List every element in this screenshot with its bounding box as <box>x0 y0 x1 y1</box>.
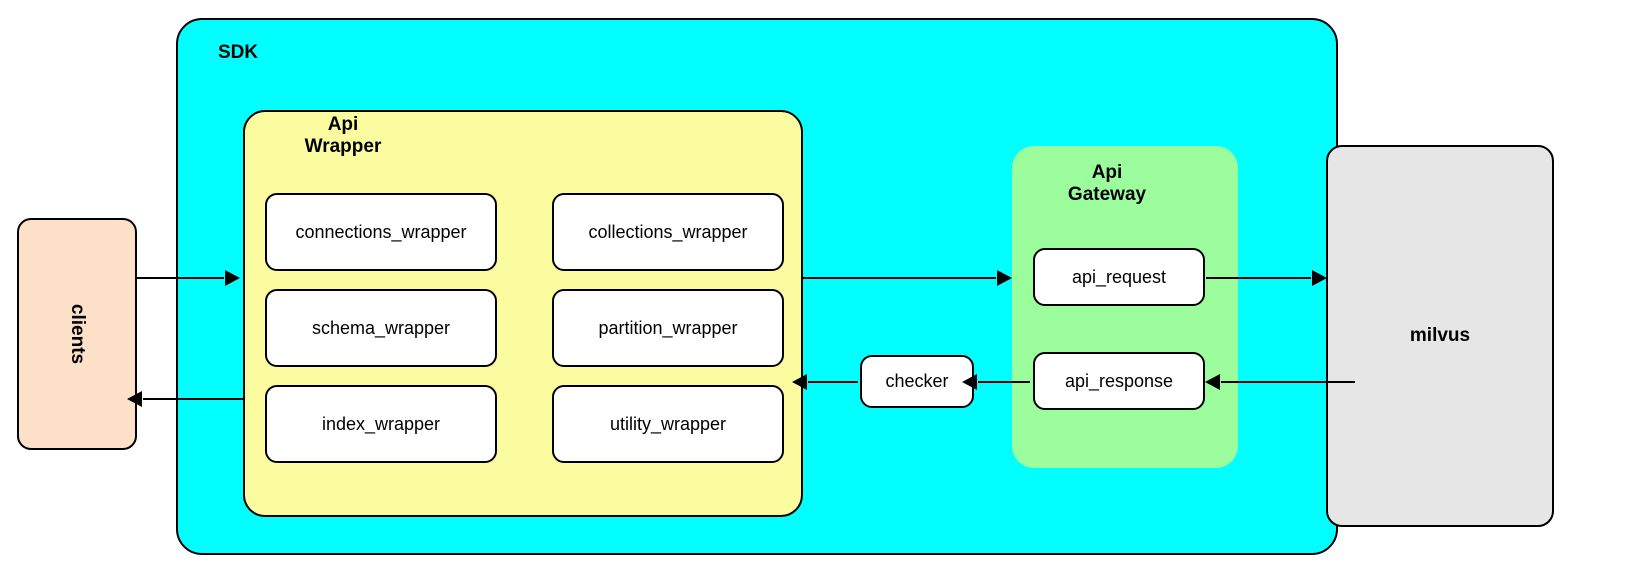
arrow-checker-to-api-wrapper-icon <box>808 381 858 383</box>
arrow-api-response-to-checker-icon <box>978 381 1030 383</box>
box-schema-wrapper-label: schema_wrapper <box>311 317 451 338</box>
box-collections-wrapper-label: collections_wrapper <box>588 221 748 242</box>
box-index-wrapper[interactable]: index_wrapper <box>265 385 497 463</box>
box-api-response[interactable]: api_response <box>1033 352 1205 410</box>
box-api-request[interactable]: api_request <box>1033 248 1205 306</box>
box-partition-wrapper-label: partition_wrapper <box>598 317 738 338</box>
arrow-api-wrapper-to-api-request-icon <box>801 277 996 279</box>
node-milvus-label: milvus <box>1409 325 1471 346</box>
box-schema-wrapper[interactable]: schema_wrapper <box>265 289 497 367</box>
box-index-wrapper-label: index_wrapper <box>321 413 441 434</box>
node-milvus[interactable]: milvus <box>1326 145 1554 527</box>
arrow-clients-to-api-wrapper-icon <box>137 277 224 279</box>
box-partition-wrapper[interactable]: partition_wrapper <box>552 289 784 367</box>
box-utility-wrapper[interactable]: utility_wrapper <box>552 385 784 463</box>
arrow-milvus-to-api-response-icon <box>1221 381 1355 383</box>
container-sdk-label: SDK <box>218 42 259 63</box>
arrow-api-request-to-milvus-icon <box>1206 277 1311 279</box>
box-connections-wrapper-label: connections_wrapper <box>295 221 467 242</box>
box-checker-label: checker <box>885 371 949 391</box>
container-api-gateway-label: Api Gateway <box>1067 162 1147 206</box>
container-api-gateway[interactable] <box>1012 146 1238 468</box>
container-api-wrapper-label: Api Wrapper <box>304 114 382 158</box>
box-checker[interactable]: checker <box>860 355 974 408</box>
node-clients[interactable]: clients <box>17 218 137 450</box>
box-utility-wrapper-label: utility_wrapper <box>609 413 727 434</box>
box-connections-wrapper[interactable]: connections_wrapper <box>265 193 497 271</box>
arrow-api-wrapper-to-clients-icon <box>143 398 245 400</box>
box-api-response-label: api_response <box>1064 370 1174 391</box>
box-collections-wrapper[interactable]: collections_wrapper <box>552 193 784 271</box>
box-api-request-label: api_request <box>1071 266 1167 287</box>
node-clients-label: clients <box>66 303 88 365</box>
